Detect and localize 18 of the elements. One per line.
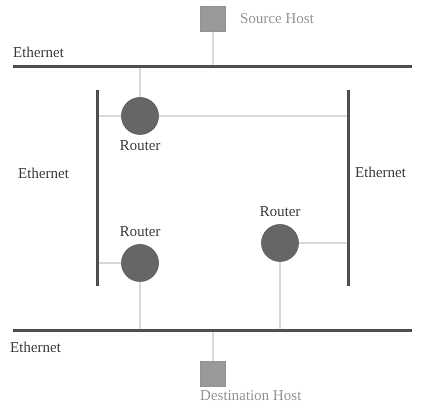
network-label: Ethernet [18, 165, 69, 183]
connector-line [139, 68, 141, 97]
router-label: Router [118, 137, 162, 155]
network-label: Ethernet [13, 44, 64, 62]
router-label: Router [118, 223, 162, 241]
connector-line [212, 332, 214, 361]
connector-line [99, 115, 121, 117]
host-label: Source Host [240, 10, 314, 28]
connector-line [212, 32, 214, 65]
connector-line [99, 262, 121, 264]
connector-line [299, 242, 347, 244]
connector-line [139, 282, 141, 329]
network-label: Ethernet [10, 339, 61, 357]
router-label: Router [258, 203, 302, 221]
connector-line [159, 115, 347, 117]
host-label: Destination Host [200, 387, 302, 405]
connector-line [279, 262, 281, 329]
network-label: Ethernet [355, 164, 406, 182]
